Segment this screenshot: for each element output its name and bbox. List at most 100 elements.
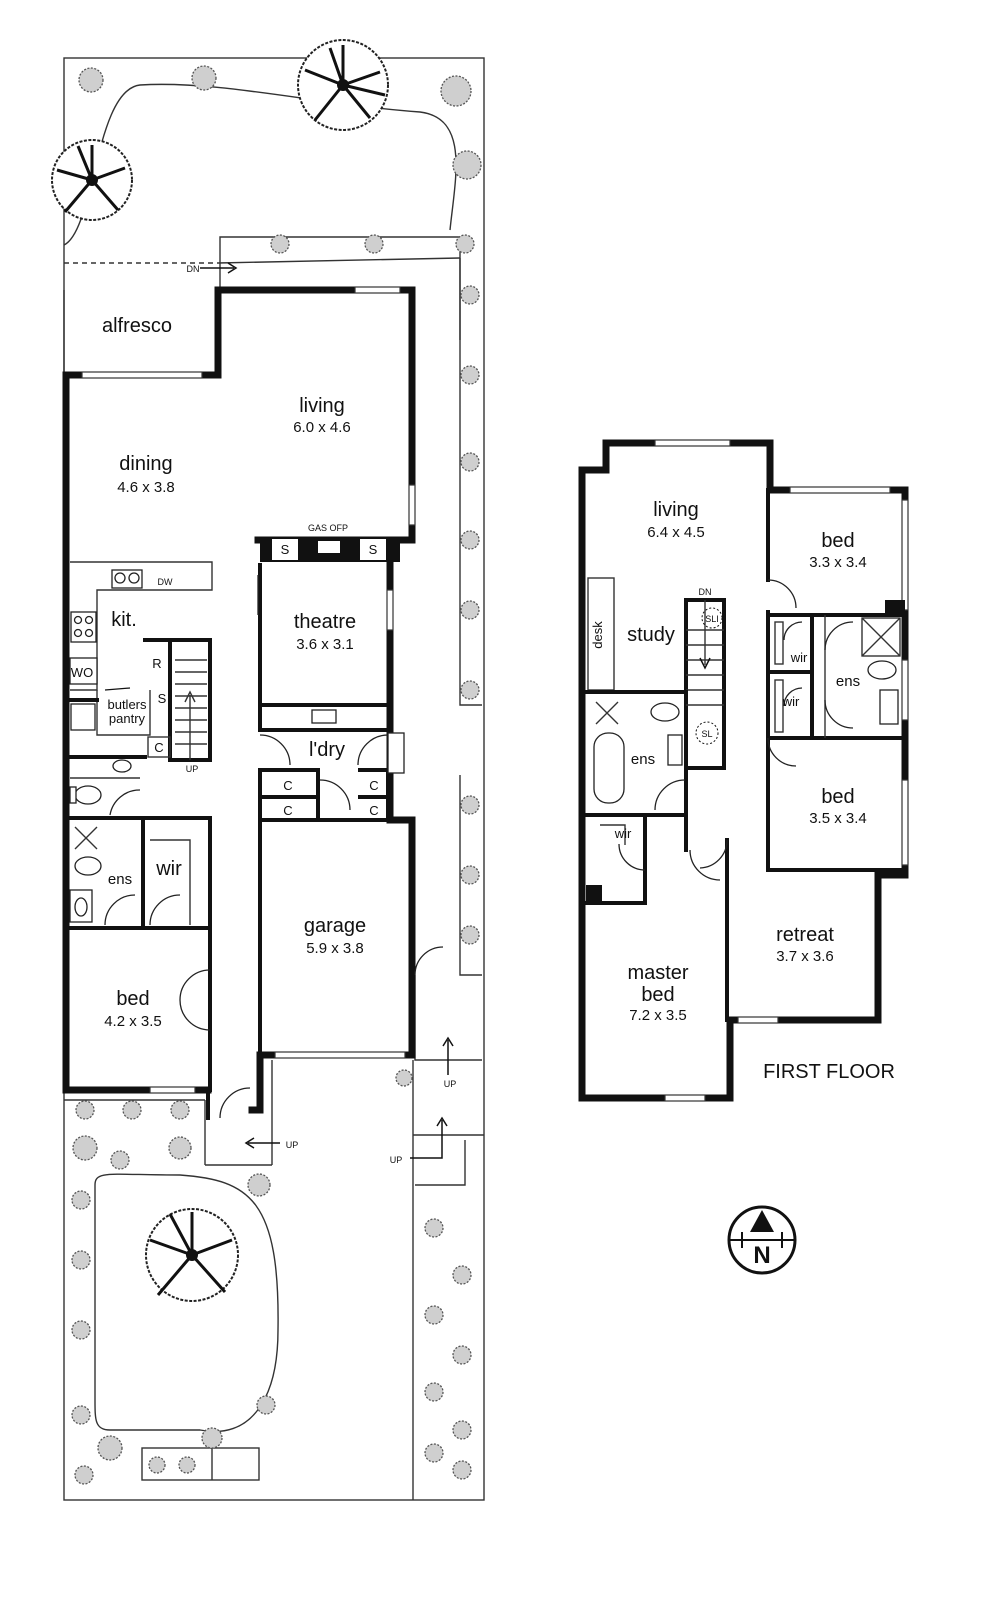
compass-icon: N bbox=[727, 1205, 797, 1275]
room-label-bed: bed bbox=[116, 988, 149, 1010]
ground-floor-site bbox=[63, 57, 485, 1501]
room-dims-theatre: 3.6 x 3.1 bbox=[296, 636, 354, 653]
window bbox=[737, 1016, 779, 1024]
shelf-label: S bbox=[281, 542, 290, 557]
tree-icon bbox=[145, 1208, 239, 1302]
room-label-master-bed: master bbox=[627, 962, 688, 984]
toilet bbox=[74, 785, 102, 805]
compass-north-label: N bbox=[753, 1242, 770, 1269]
window bbox=[664, 1094, 706, 1102]
tree-icon bbox=[297, 39, 389, 131]
room-label-master-bed: bed bbox=[641, 984, 674, 1006]
toilet bbox=[650, 702, 680, 722]
room-label-living-upper: living bbox=[653, 499, 699, 521]
step-line bbox=[217, 257, 461, 264]
cupboard-label: C bbox=[283, 778, 292, 793]
room-dims-garage: 5.9 x 3.8 bbox=[306, 940, 364, 957]
site-boundary bbox=[63, 57, 485, 1501]
room-label-ens-shared: ens bbox=[836, 673, 860, 690]
room-label-wir-master: wir bbox=[614, 826, 632, 841]
room-label-ensuite: ens bbox=[108, 871, 132, 888]
butlers-pantry-label: pantry bbox=[109, 711, 146, 726]
room-label-laundry: l'dry bbox=[309, 739, 345, 761]
room-dims-living-upper: 6.4 x 4.5 bbox=[647, 524, 705, 541]
kitchen-bench bbox=[70, 561, 213, 691]
desk-label: desk bbox=[590, 621, 605, 649]
wall-oven-label: WO bbox=[71, 665, 93, 680]
skylight-label: SL bbox=[701, 729, 712, 739]
arrow-icon bbox=[410, 1116, 448, 1159]
room-label-wir-1: wir bbox=[790, 650, 808, 665]
sink bbox=[70, 703, 96, 731]
arrow-icon bbox=[699, 657, 711, 670]
window bbox=[274, 1051, 406, 1059]
room-label-alfresco: alfresco bbox=[102, 315, 172, 337]
down-label: DN bbox=[187, 264, 200, 274]
staircase bbox=[175, 659, 207, 760]
vanity bbox=[879, 689, 899, 725]
up-label: UP bbox=[286, 1140, 299, 1150]
skylight-label: SLI bbox=[705, 614, 719, 624]
window bbox=[408, 484, 416, 526]
room-dims-bed: 4.2 x 3.5 bbox=[104, 1013, 162, 1030]
window bbox=[901, 499, 909, 611]
garden-bed bbox=[94, 1173, 279, 1433]
room-label-study: study bbox=[627, 624, 675, 646]
floor-title: FIRST FLOOR bbox=[763, 1061, 895, 1083]
window bbox=[81, 371, 203, 379]
shrub-icons bbox=[71, 65, 482, 1485]
window bbox=[901, 779, 909, 866]
fridge-label: R bbox=[152, 656, 161, 671]
room-label-kitchen: kit. bbox=[111, 609, 137, 631]
tree-icon bbox=[51, 139, 133, 221]
room-dims-living: 6.0 x 4.6 bbox=[293, 419, 351, 436]
window bbox=[901, 659, 909, 721]
room-label-retreat: retreat bbox=[776, 924, 834, 946]
room-label-bed-2: bed bbox=[821, 786, 854, 808]
cupboard-label: C bbox=[369, 803, 378, 818]
laundry-tub bbox=[311, 709, 337, 724]
shower bbox=[595, 701, 619, 725]
shelf-label: S bbox=[158, 691, 167, 706]
cupboard-label: C bbox=[283, 803, 292, 818]
window bbox=[654, 439, 731, 447]
window bbox=[354, 286, 401, 294]
room-label-ens-master: ens bbox=[631, 751, 655, 768]
bath bbox=[593, 732, 625, 804]
arrow-icon bbox=[200, 262, 238, 274]
room-dims-retreat: 3.7 x 3.6 bbox=[776, 948, 834, 965]
room-dims-master-bed: 7.2 x 3.5 bbox=[629, 1007, 687, 1024]
shelf-label: S bbox=[369, 542, 378, 557]
cooktop bbox=[70, 611, 97, 643]
arrow-icon bbox=[244, 1137, 280, 1149]
outer-wall bbox=[578, 439, 909, 1102]
side-strip bbox=[459, 258, 482, 706]
first-floor-plan bbox=[578, 439, 909, 1102]
vanity bbox=[667, 734, 683, 766]
cupboard-label: C bbox=[369, 778, 378, 793]
up-label: UP bbox=[186, 764, 199, 774]
room-label-theatre: theatre bbox=[294, 611, 356, 633]
down-label: DN bbox=[699, 587, 712, 597]
window bbox=[386, 589, 394, 631]
ground-floor-labels: alfresco living 6.0 x 4.6 dining 4.6 x 3… bbox=[71, 264, 456, 1165]
up-label: UP bbox=[444, 1079, 457, 1089]
room-label-living: living bbox=[299, 395, 345, 417]
room-label-dining: dining bbox=[119, 453, 172, 475]
window bbox=[149, 1086, 196, 1094]
room-label-garage: garage bbox=[304, 915, 366, 937]
door bbox=[109, 789, 141, 816]
cupboard-label: C bbox=[154, 740, 163, 755]
room-label-wir: wir bbox=[155, 858, 182, 880]
side-strip bbox=[459, 775, 482, 976]
planter bbox=[141, 1447, 260, 1481]
steps bbox=[415, 1140, 466, 1186]
ground-floor-house bbox=[62, 262, 454, 1159]
up-label: UP bbox=[390, 1155, 403, 1165]
first-floor-labels: living 6.4 x 4.5 study bed 3.3 x 3.4 bed… bbox=[590, 499, 895, 1083]
toilet bbox=[74, 856, 102, 876]
window bbox=[789, 486, 891, 494]
arrow-icon bbox=[442, 1036, 454, 1075]
gas-fireplace-label: GAS OFP bbox=[308, 523, 348, 533]
